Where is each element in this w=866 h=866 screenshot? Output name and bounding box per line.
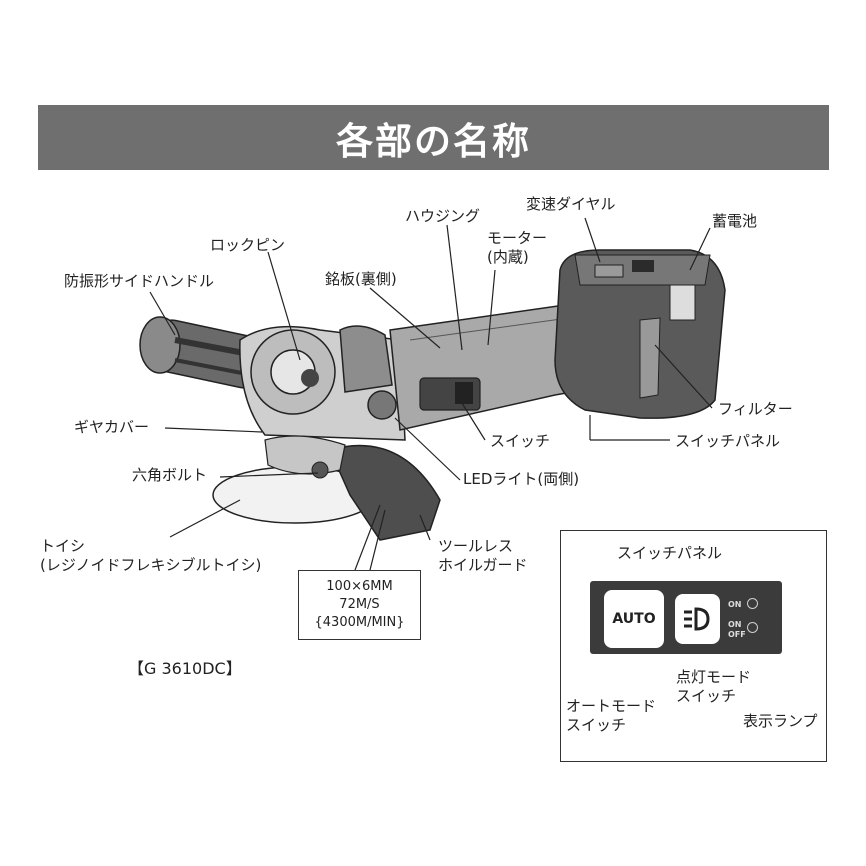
- battery-drawing: [554, 249, 726, 419]
- page-title: 各部の名称: [336, 119, 531, 163]
- wheel-and-guard-drawing: [212, 435, 441, 541]
- label-nameplate: 銘板(裏側): [325, 270, 397, 288]
- label-lock-pin: ロックピン: [210, 236, 286, 254]
- spec-size: 100×6MM: [326, 579, 393, 594]
- label-switch: スイッチ: [490, 432, 551, 450]
- lamp2-off-label: OFF: [728, 630, 746, 639]
- switch-panel-title: スイッチパネル: [617, 544, 723, 562]
- model-number: 【G 3610DC】: [128, 659, 242, 678]
- headlight-icon: [683, 607, 710, 631]
- label-gear-cover: ギヤカバー: [74, 418, 150, 436]
- label-auto-switch: オートモード スイッチ: [566, 697, 657, 734]
- auto-mode-button[interactable]: AUTO: [604, 590, 664, 648]
- label-guard: ツールレス ホイルガード: [438, 537, 528, 574]
- label-hex-bolt: 六角ボルト: [132, 466, 208, 484]
- spec-speed: 72M/S: [339, 597, 380, 612]
- label-battery: 蓄電池: [712, 212, 758, 230]
- indicator-lamp-1: [747, 598, 758, 609]
- gear-head-drawing: [239, 325, 406, 441]
- label-motor: モーター (内蔵): [487, 229, 548, 266]
- label-indicator: 表示ランプ: [743, 712, 818, 730]
- label-light-switch: 点灯モード スイッチ: [676, 668, 752, 705]
- section-title-bar: 各部の名称: [38, 105, 829, 170]
- label-housing: ハウジング: [405, 207, 481, 225]
- lamp1-label: ON: [728, 600, 742, 609]
- auto-mode-label: AUTO: [612, 611, 656, 627]
- label-wheel: トイシ (レジノイドフレキシブルトイシ): [40, 537, 262, 574]
- light-mode-button[interactable]: [675, 594, 720, 644]
- label-speed-dial: 変速ダイヤル: [526, 195, 616, 213]
- label-switch-panel: スイッチパネル: [675, 432, 781, 450]
- label-filter: フィルター: [718, 400, 793, 418]
- lamp2-on-label: ON: [728, 620, 742, 629]
- wheel-spec-box: 100×6MM 72M/S {4300M/MIN}: [298, 570, 421, 640]
- indicator-lamp-2: [747, 622, 758, 633]
- spec-rpm: {4300M/MIN}: [314, 615, 405, 630]
- label-led-light: LEDライト(両側): [463, 470, 580, 488]
- label-side-handle: 防振形サイドハンドル: [64, 272, 215, 290]
